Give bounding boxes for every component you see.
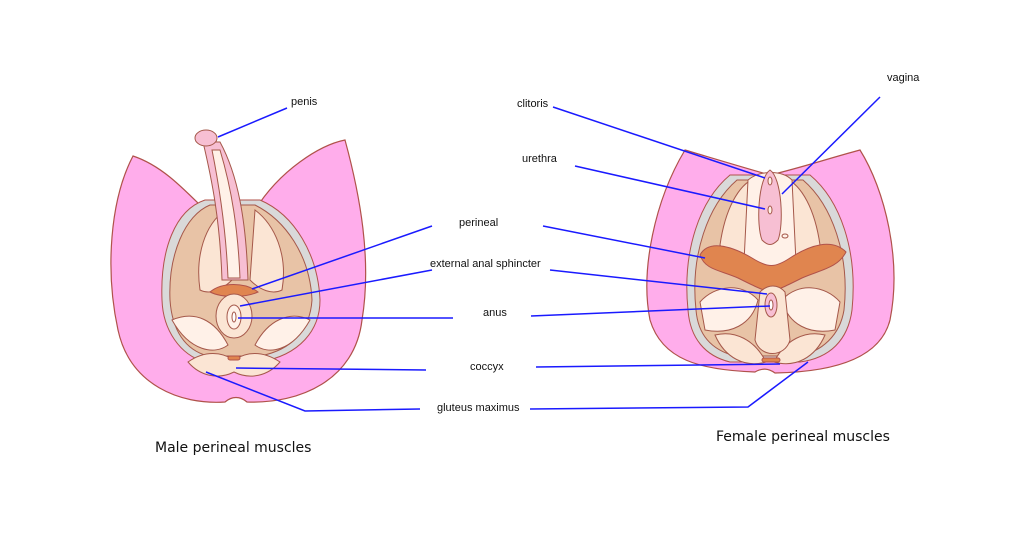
male-coccyx-region [187, 353, 281, 377]
female-external-anal-sphincter [754, 285, 791, 354]
leader-perineal-female [542, 225, 706, 259]
leader-vagina [781, 96, 881, 195]
female-vaginal-opening [781, 233, 789, 239]
leader-urethra [574, 165, 766, 210]
female-clitoris [767, 176, 773, 186]
label-penis: penis [291, 96, 318, 108]
male-shaft-inner [211, 149, 241, 279]
male-ischiocavernosus-right [249, 209, 284, 293]
female-anus [768, 299, 774, 311]
leader-anus-female [530, 305, 771, 317]
label-gluteus-maximus: gluteus maximus [437, 402, 520, 414]
labels: penis clitoris urethra vagina perineal e… [291, 72, 920, 414]
label-perineal: perineal [459, 217, 498, 229]
label-urethra: urethra [522, 153, 558, 165]
caption-female: Female perineal muscles [716, 429, 890, 445]
male-levator-right [254, 315, 311, 351]
female-levator-left [699, 287, 759, 332]
leader-clitoris [552, 106, 766, 179]
male-coccyx [227, 355, 241, 361]
leader-gluteus-female [529, 361, 809, 410]
female-urethra [767, 205, 773, 215]
label-vagina: vagina [887, 72, 920, 84]
leader-sphincter-female [549, 269, 768, 295]
male-glans [194, 129, 218, 147]
leader-perineal-male [251, 225, 433, 290]
leader-coccyx-female [535, 363, 781, 368]
caption-male: Male perineal muscles [155, 440, 311, 456]
female-coccyx [761, 357, 781, 363]
label-anus: anus [483, 307, 507, 319]
male-anus [231, 311, 237, 323]
label-coccyx: coccyx [470, 361, 504, 373]
leader-penis [217, 107, 288, 138]
female-perineal-muscle [699, 243, 847, 293]
male-diagram [110, 129, 367, 403]
male-perineal-muscle [209, 284, 259, 297]
leader-lines [205, 96, 881, 412]
male-levator-left [171, 315, 229, 351]
female-diagram [646, 149, 895, 374]
leader-gluteus-male [205, 371, 421, 412]
label-clitoris: clitoris [517, 98, 549, 110]
leader-sphincter-male [239, 269, 433, 307]
leader-coccyx-male [235, 367, 427, 371]
label-external-anal-sphincter: external anal sphincter [430, 258, 541, 270]
